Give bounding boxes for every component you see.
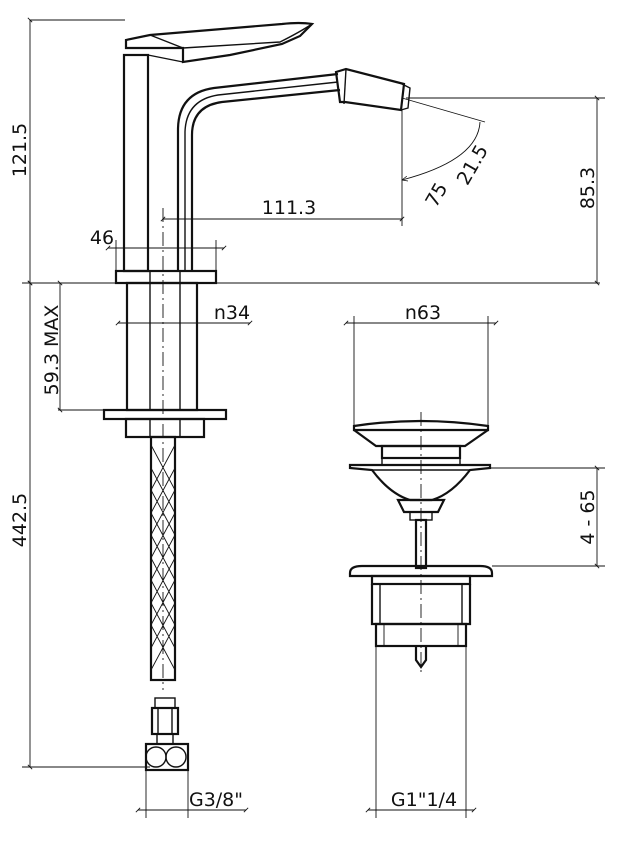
dim-spout-reach-label: 111.3 [262, 197, 316, 219]
dim-waste-thread: G1"1/4 [365, 646, 477, 818]
dim-total-height-label: 121.5 [9, 123, 31, 177]
dim-hole-diameter: n34 [115, 302, 253, 326]
dim-hose-length: 442.5 [9, 280, 150, 770]
dim-hole-diameter-label: n34 [214, 302, 250, 324]
mixer-body [114, 21, 411, 285]
dim-deck-thickness: 59.3 MAX [41, 280, 110, 413]
shank [102, 281, 228, 439]
dim-angles: 75 21.5 [402, 97, 493, 211]
dim-body-width: 46 [90, 227, 227, 271]
dim-pop-up-travel: 4 - 65 [490, 465, 605, 569]
dim-body-width-label: 46 [90, 227, 114, 249]
dim-pop-up-travel-label: 4 - 65 [577, 489, 599, 544]
dim-hose-thread-label: G3/8" [189, 789, 243, 811]
dim-spout-reach: 111.3 [160, 110, 405, 226]
dim-waste-diameter: n63 [343, 302, 499, 430]
dim-spout-height-label: 85.3 [577, 167, 599, 209]
braided-hose [149, 435, 177, 682]
dim-hose-length-label: 442.5 [9, 493, 31, 547]
angle-1-label: 75 [421, 179, 452, 211]
dim-hose-thread: G3/8" [135, 770, 249, 818]
angle-2-label: 21.5 [453, 141, 493, 189]
dim-waste-diameter-label: n63 [405, 302, 441, 324]
dim-waste-thread-label: G1"1/4 [391, 789, 457, 811]
dim-total-height: 121.5 [9, 17, 600, 286]
dim-deck-thickness-label: 59.3 MAX [41, 305, 63, 396]
hose-fitting [144, 697, 190, 772]
dim-spout-height: 85.3 [406, 95, 605, 286]
